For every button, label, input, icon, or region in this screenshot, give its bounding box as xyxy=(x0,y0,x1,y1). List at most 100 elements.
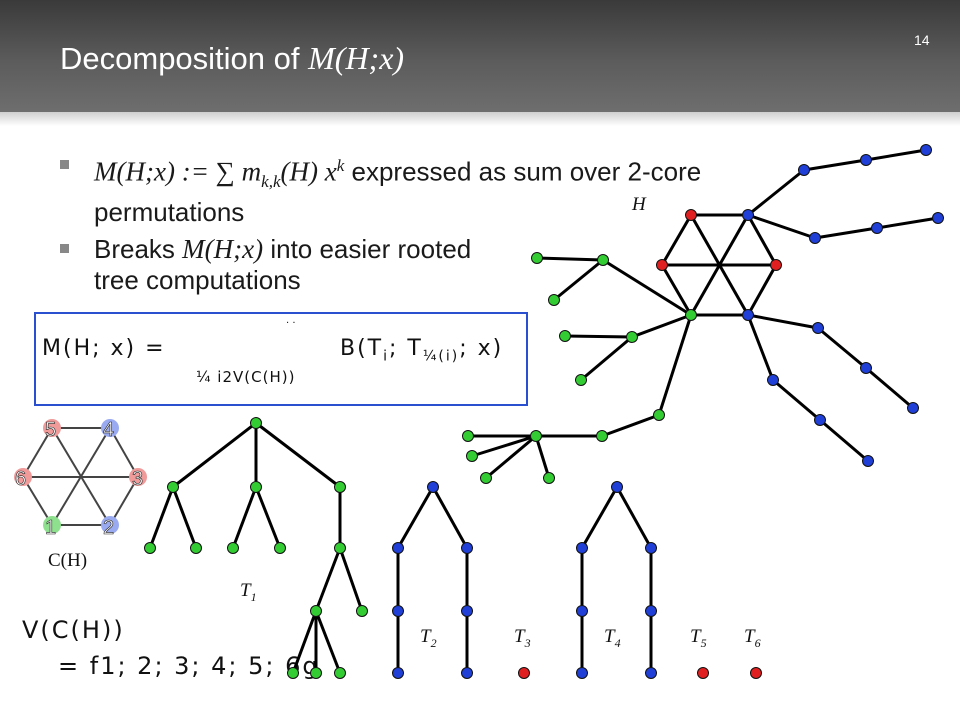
graph-edge xyxy=(254,486,282,549)
bullet-1-sub: k,k xyxy=(261,171,281,191)
core-vertex xyxy=(43,419,61,437)
graph-edge xyxy=(109,427,139,478)
graph-vertex xyxy=(860,362,872,374)
graph-edge xyxy=(109,476,139,526)
graph-vertex xyxy=(274,542,286,554)
graph-vertex xyxy=(334,542,346,554)
label-T5: T5 xyxy=(690,626,707,650)
graph-edge xyxy=(536,256,604,262)
label-T3: T3 xyxy=(514,626,531,650)
formula-box: · · M(H; x) = B(Ti; T¼(i); x) ¼ i2V(C(H)… xyxy=(34,312,528,406)
label-T4-t: T xyxy=(604,626,616,647)
core-vertex xyxy=(129,468,147,486)
graph-vertex xyxy=(862,455,874,467)
graph-vertex xyxy=(461,605,473,617)
graph-edge xyxy=(485,434,537,480)
core-label-5: 5 xyxy=(45,419,56,441)
graph-edge xyxy=(747,168,805,217)
graph-vertex xyxy=(144,542,156,554)
graph-edge xyxy=(660,264,693,316)
label-T1: T1 xyxy=(240,580,257,604)
core-label-1: 1 xyxy=(45,517,56,539)
graph-vertex xyxy=(907,402,919,414)
graph-vertex xyxy=(310,605,322,617)
graph-vertex xyxy=(559,330,571,342)
bullet-1-text: expressed as sum over 2-core permutation… xyxy=(94,156,702,227)
bullet-1: M(H;x) := ∑ mk,k(H) xk expressed as sum … xyxy=(60,150,744,228)
vertex-set-line-2: = f1; 2; 3; 4; 5; 6g xyxy=(58,652,320,680)
graph-edge xyxy=(51,427,111,526)
graph-vertex xyxy=(656,259,668,271)
graph-vertex xyxy=(814,414,826,426)
graph-edge xyxy=(865,148,927,162)
graph-edge xyxy=(631,313,692,339)
bullet-1-sup: k xyxy=(336,156,345,175)
formula-rhs-end: ; x) xyxy=(459,336,504,361)
graph-vertex xyxy=(461,667,473,679)
graph-vertex xyxy=(392,542,404,554)
graph-edge xyxy=(580,486,619,549)
label-T6-s: 6 xyxy=(755,636,761,650)
formula-sum-index: ¼ i2V(C(H)) xyxy=(196,368,296,386)
formula-rhs-i: i xyxy=(383,348,390,365)
core-vertex xyxy=(14,468,32,486)
graph-edge xyxy=(431,486,469,549)
graph-edge xyxy=(148,486,175,549)
graph-vertex xyxy=(626,331,638,343)
label-T4-s: 4 xyxy=(615,636,621,650)
core-vertex xyxy=(101,516,119,534)
bullet-2-text-a: Breaks xyxy=(94,234,183,264)
graph-vertex xyxy=(798,164,810,176)
label-T2-t: T xyxy=(420,626,432,647)
graph-edge xyxy=(471,434,537,458)
label-T6: T6 xyxy=(744,626,761,650)
formula-dots: · · xyxy=(286,318,296,329)
graph-vertex xyxy=(466,450,478,462)
graph-vertex xyxy=(576,542,588,554)
formula-lhs: M(H; x) = xyxy=(42,336,166,361)
graph-vertex xyxy=(920,144,932,156)
core-label-4: 4 xyxy=(103,419,114,441)
label-T1-t: T xyxy=(240,580,252,601)
graph-vertex xyxy=(645,667,657,679)
bullet-1-math-b: (H) x xyxy=(280,156,337,187)
core-vertex-labels: 1 2 3 4 5 6 xyxy=(15,419,144,540)
graph-edge xyxy=(817,326,867,370)
title-math: M(H;x) xyxy=(308,40,405,76)
bullet-square-icon xyxy=(60,244,69,253)
core-label-3: 3 xyxy=(132,468,143,490)
graph-edge xyxy=(746,264,778,316)
graph-vertex xyxy=(697,667,709,679)
graph-edge xyxy=(51,427,111,526)
graph-vertex xyxy=(392,667,404,679)
graph-vertex xyxy=(812,322,824,334)
graph-vertex xyxy=(543,472,555,484)
formula-rhs: B(Ti; T¼(i); x) xyxy=(340,336,503,364)
graph-edge xyxy=(602,258,692,317)
graph-vertex xyxy=(461,542,473,554)
formula-rhs-b: B(T xyxy=(340,336,384,361)
graph-vertex xyxy=(518,667,530,679)
graph-vertex xyxy=(809,232,821,244)
graph-edge xyxy=(22,427,53,478)
graph-edge xyxy=(803,158,867,172)
graph-vertex xyxy=(480,472,492,484)
bullet-1-math: M(H;x) := ∑ m xyxy=(94,156,262,187)
graph-vertex xyxy=(871,222,883,234)
graph-vertex xyxy=(611,481,623,493)
graph-edge xyxy=(747,313,819,330)
label-core: C(H) xyxy=(48,550,87,571)
graph-edge xyxy=(746,314,775,381)
bullet-2-text-b: into easier rooted tree computations xyxy=(94,234,472,295)
graph-vertex xyxy=(575,374,587,386)
graph-vertex xyxy=(742,209,754,221)
graph-vertex xyxy=(576,605,588,617)
graph-vertex xyxy=(653,409,665,421)
graph-edge xyxy=(534,435,551,479)
graph-edge xyxy=(657,314,693,416)
graph-edge xyxy=(338,547,364,612)
graph-vertex xyxy=(250,417,262,429)
graph-vertex xyxy=(227,542,239,554)
graph-vertex xyxy=(742,309,754,321)
formula-rhs-mid: ; T xyxy=(389,336,423,361)
